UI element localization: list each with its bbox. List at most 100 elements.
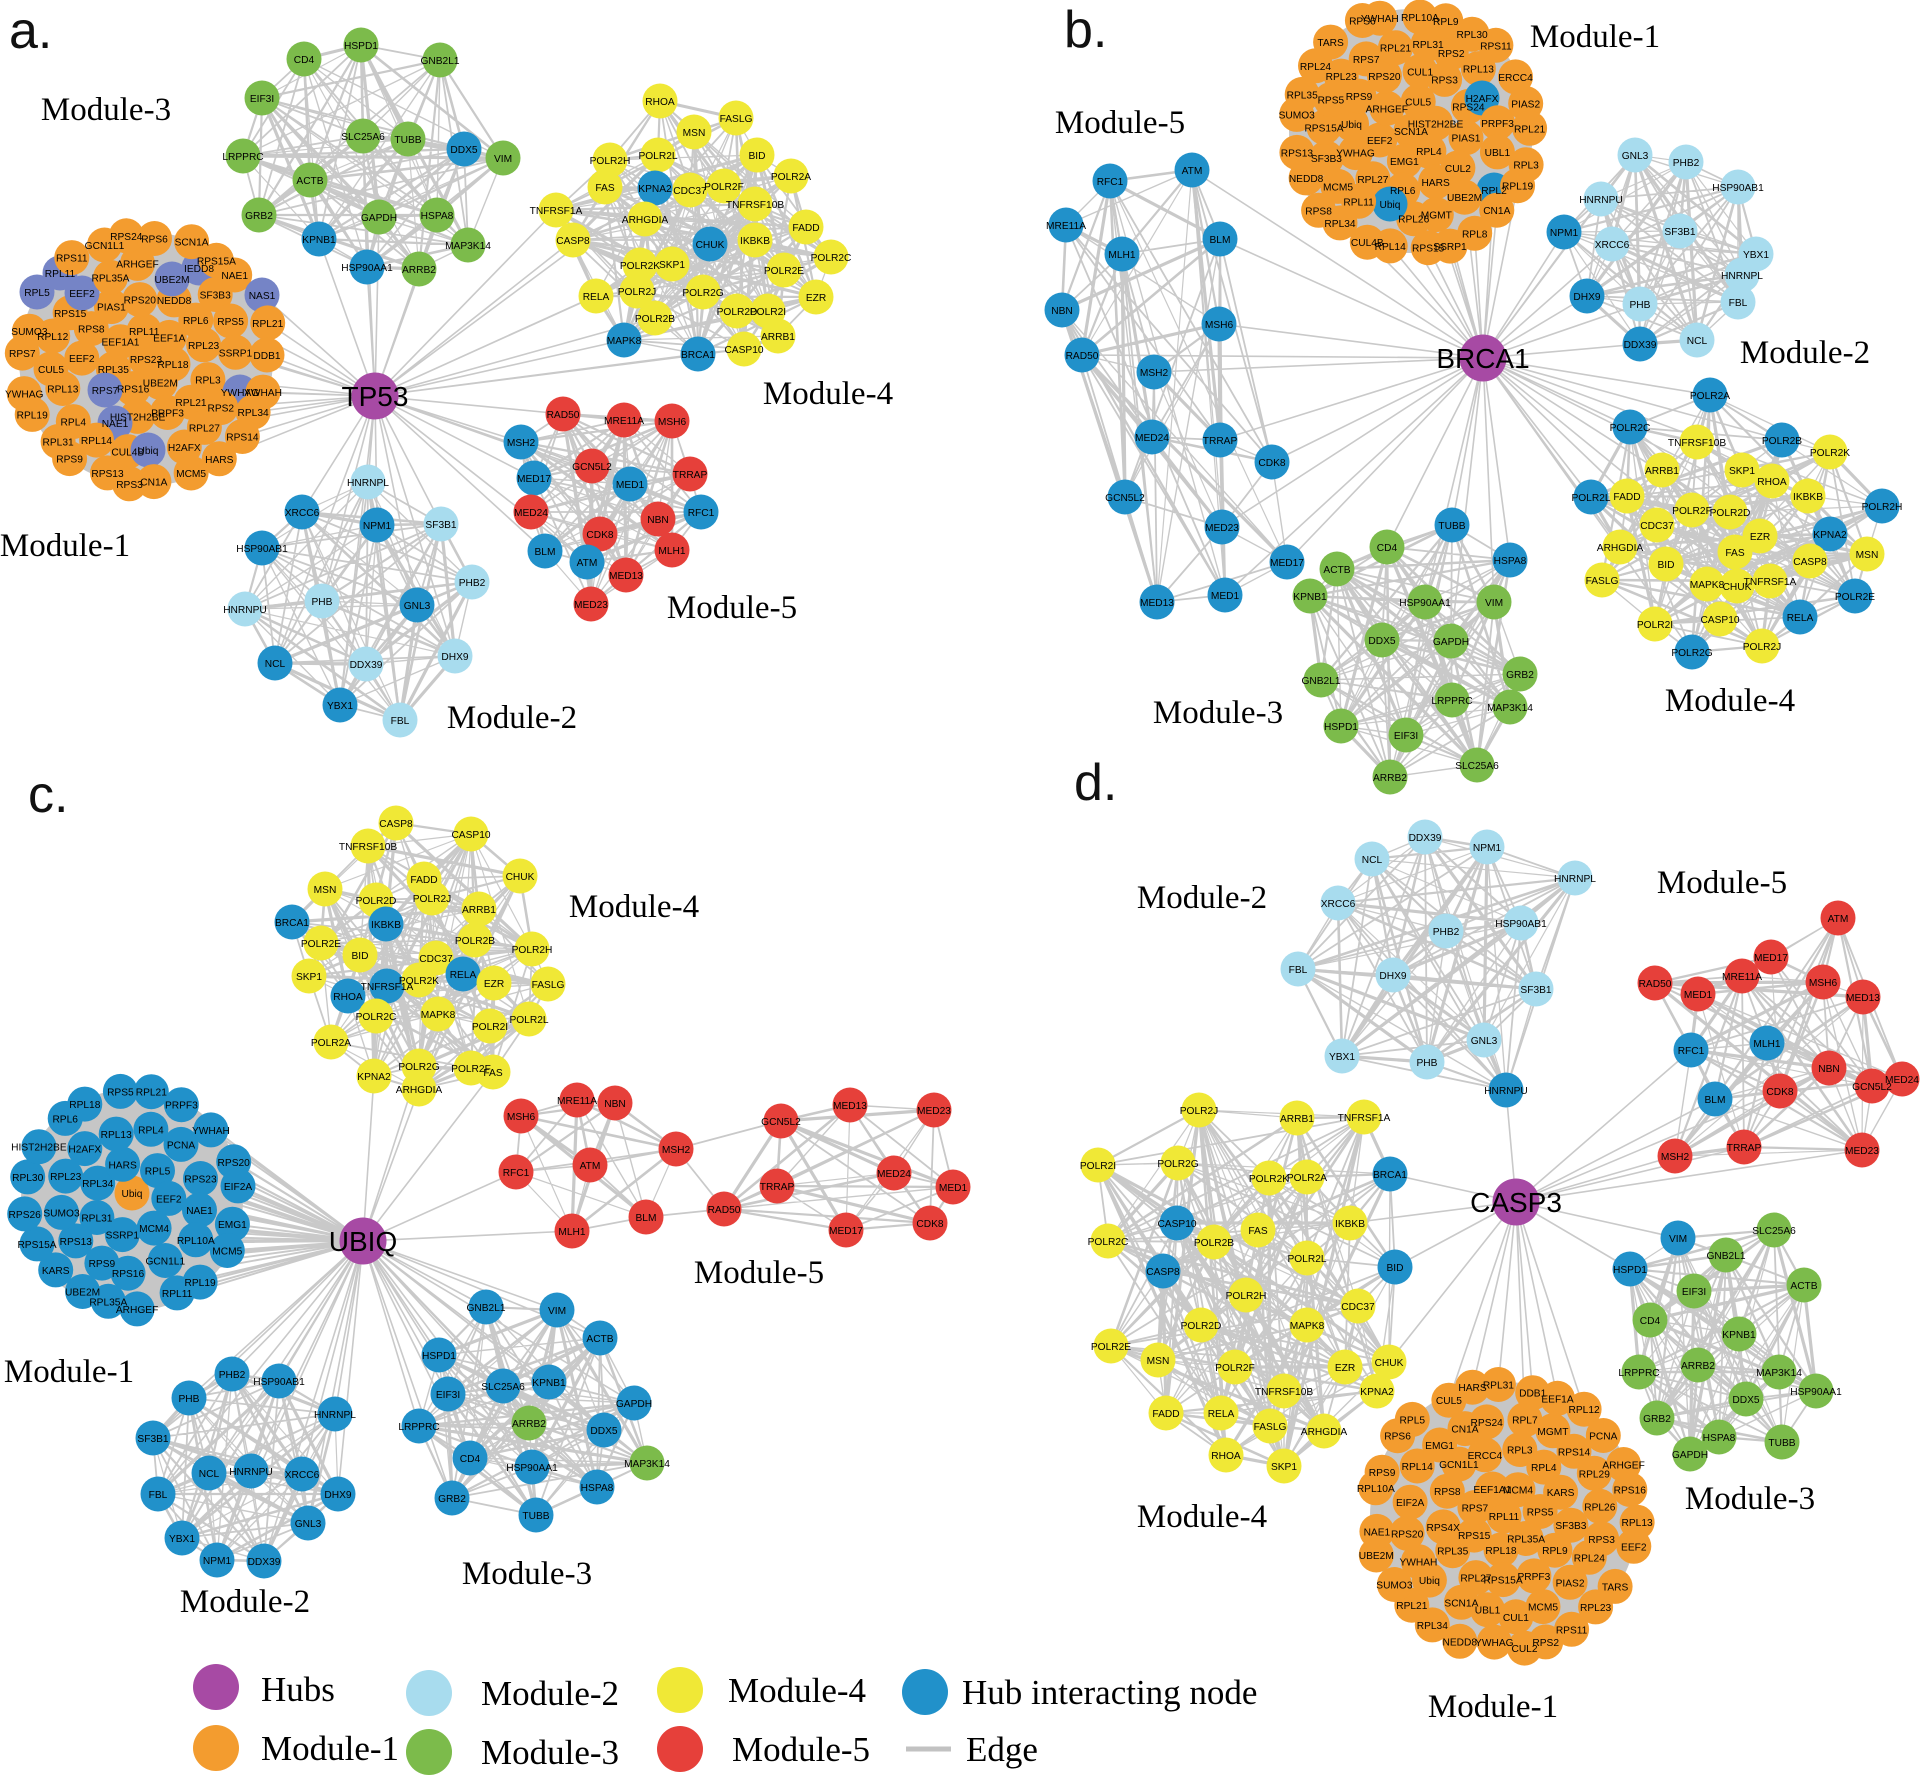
svg-text:MSH2: MSH2 — [1661, 1152, 1690, 1163]
svg-text:ARHGDIA: ARHGDIA — [622, 215, 669, 226]
svg-text:RPL5: RPL5 — [24, 288, 50, 299]
svg-text:ARRB2: ARRB2 — [512, 1419, 546, 1430]
svg-text:RPS15A: RPS15A — [1484, 1576, 1523, 1587]
svg-text:MRE11A: MRE11A — [557, 1096, 597, 1107]
svg-text:CUL5: CUL5 — [1405, 98, 1431, 109]
svg-text:RPS15A: RPS15A — [1304, 123, 1343, 134]
svg-text:ARHGDIA: ARHGDIA — [396, 1085, 443, 1096]
svg-text:YWHAH: YWHAH — [244, 388, 282, 399]
svg-text:RPS6: RPS6 — [1349, 17, 1376, 28]
svg-text:GCN5L2: GCN5L2 — [1105, 493, 1145, 504]
svg-text:MGMT: MGMT — [1421, 211, 1452, 222]
svg-text:RPS15A: RPS15A — [197, 256, 236, 267]
svg-text:LRPPRC: LRPPRC — [1618, 1368, 1659, 1379]
svg-text:RPL14: RPL14 — [1402, 1462, 1433, 1473]
svg-text:POLR2L: POLR2L — [509, 1015, 548, 1026]
svg-text:RPL4: RPL4 — [1416, 147, 1442, 158]
svg-text:ARRB2: ARRB2 — [1373, 773, 1407, 784]
svg-text:MED23: MED23 — [917, 1106, 951, 1117]
svg-text:NAE1: NAE1 — [102, 419, 129, 430]
svg-text:MRE11A: MRE11A — [1046, 221, 1086, 232]
svg-text:POLR2I: POLR2I — [750, 307, 786, 318]
svg-text:HSPA8: HSPA8 — [1494, 556, 1527, 567]
svg-text:MLH1: MLH1 — [558, 1227, 586, 1238]
svg-text:EZR: EZR — [806, 293, 826, 304]
svg-text:SUMO3: SUMO3 — [1376, 1581, 1413, 1592]
svg-text:RPS8: RPS8 — [78, 325, 105, 336]
svg-text:FASLG: FASLG — [1586, 576, 1619, 587]
svg-text:RPL27: RPL27 — [1357, 175, 1388, 186]
svg-text:RPS7: RPS7 — [92, 386, 119, 397]
svg-text:MED1: MED1 — [939, 1183, 968, 1194]
svg-text:TUBB: TUBB — [1438, 521, 1465, 532]
svg-text:HSP90AB1: HSP90AB1 — [253, 1377, 305, 1388]
svg-text:ACTB: ACTB — [296, 176, 323, 187]
svg-text:POLR2I: POLR2I — [1080, 1161, 1116, 1172]
svg-text:MSN: MSN — [1856, 550, 1879, 561]
svg-text:RPL13: RPL13 — [1463, 65, 1494, 76]
svg-text:RPL10A: RPL10A — [1357, 1484, 1395, 1495]
svg-text:HSP90AA1: HSP90AA1 — [506, 1463, 558, 1474]
svg-text:RPL23: RPL23 — [1580, 1603, 1611, 1614]
svg-text:MED17: MED17 — [517, 474, 551, 485]
svg-text:FBL: FBL — [1289, 965, 1308, 976]
svg-text:CN1A: CN1A — [140, 478, 167, 489]
svg-text:KPNA2: KPNA2 — [1360, 1387, 1394, 1398]
svg-text:MRE11A: MRE11A — [1722, 972, 1762, 983]
svg-text:PRPF3: PRPF3 — [165, 1101, 198, 1112]
svg-text:EMG1: EMG1 — [218, 1220, 247, 1231]
svg-text:TUBB: TUBB — [394, 135, 421, 146]
svg-text:MAP3K14: MAP3K14 — [624, 1459, 670, 1470]
svg-text:RPS13: RPS13 — [91, 469, 124, 480]
svg-text:RPL19: RPL19 — [185, 1278, 216, 1289]
svg-text:RPL11: RPL11 — [1343, 197, 1374, 208]
svg-text:YBX1: YBX1 — [327, 701, 353, 712]
svg-text:RHOA: RHOA — [1211, 1451, 1241, 1462]
svg-text:Module-3: Module-3 — [41, 92, 171, 128]
svg-text:RFC1: RFC1 — [1097, 177, 1124, 188]
svg-text:EZR: EZR — [484, 979, 504, 990]
svg-text:SLC25A6: SLC25A6 — [341, 132, 385, 143]
svg-text:Module-2: Module-2 — [1740, 335, 1870, 371]
svg-text:POLR2B: POLR2B — [455, 936, 495, 947]
svg-text:RPS5: RPS5 — [107, 1087, 134, 1098]
svg-text:PIAS2: PIAS2 — [1556, 1578, 1585, 1589]
svg-text:RELA: RELA — [1787, 613, 1814, 624]
svg-text:KARS: KARS — [42, 1266, 70, 1277]
svg-text:UBL1: UBL1 — [1485, 148, 1511, 159]
svg-text:FBL: FBL — [1729, 298, 1748, 309]
svg-text:CUL2: CUL2 — [1511, 1644, 1537, 1655]
svg-text:GRB2: GRB2 — [1643, 1414, 1671, 1425]
svg-text:Module-2: Module-2 — [180, 1584, 310, 1620]
svg-text:RPL9: RPL9 — [1542, 1546, 1568, 1557]
svg-text:CASP8: CASP8 — [1146, 1267, 1180, 1278]
svg-text:UBE2M: UBE2M — [65, 1288, 100, 1299]
svg-text:HSP90AB1: HSP90AB1 — [1495, 919, 1547, 930]
svg-text:POLR2C: POLR2C — [356, 1012, 397, 1023]
svg-text:POLR2K: POLR2K — [399, 976, 439, 987]
svg-text:Module-5: Module-5 — [732, 1730, 870, 1769]
svg-text:RPL31: RPL31 — [81, 1214, 112, 1225]
svg-text:Module-1: Module-1 — [0, 528, 130, 564]
svg-text:RPL3: RPL3 — [1507, 1446, 1533, 1457]
svg-text:KPNB1: KPNB1 — [1293, 592, 1327, 603]
svg-text:CASP10: CASP10 — [724, 345, 763, 356]
svg-text:POLR2F: POLR2F — [1672, 506, 1712, 517]
svg-text:RPL19: RPL19 — [1502, 182, 1533, 193]
svg-text:RPL23: RPL23 — [1326, 72, 1357, 83]
svg-text:ATM: ATM — [577, 558, 598, 569]
svg-text:DHX9: DHX9 — [1573, 292, 1601, 303]
svg-text:GAPDH: GAPDH — [616, 1399, 652, 1410]
svg-text:PHB2: PHB2 — [1673, 158, 1700, 169]
svg-text:MED13: MED13 — [1846, 993, 1880, 1004]
svg-text:Hubs: Hubs — [261, 1670, 335, 1709]
svg-text:TNFRSF1A: TNFRSF1A — [361, 982, 414, 993]
svg-text:RPL21: RPL21 — [136, 1088, 167, 1099]
svg-text:GCN1L1: GCN1L1 — [85, 241, 125, 252]
svg-text:Module-3: Module-3 — [462, 1556, 592, 1592]
svg-text:TP53: TP53 — [342, 381, 409, 412]
svg-text:SF3B3: SF3B3 — [1311, 154, 1342, 165]
svg-text:POLR2E: POLR2E — [764, 266, 804, 277]
svg-text:POLR2K: POLR2K — [1249, 1174, 1289, 1185]
svg-text:DDB1: DDB1 — [253, 351, 281, 362]
